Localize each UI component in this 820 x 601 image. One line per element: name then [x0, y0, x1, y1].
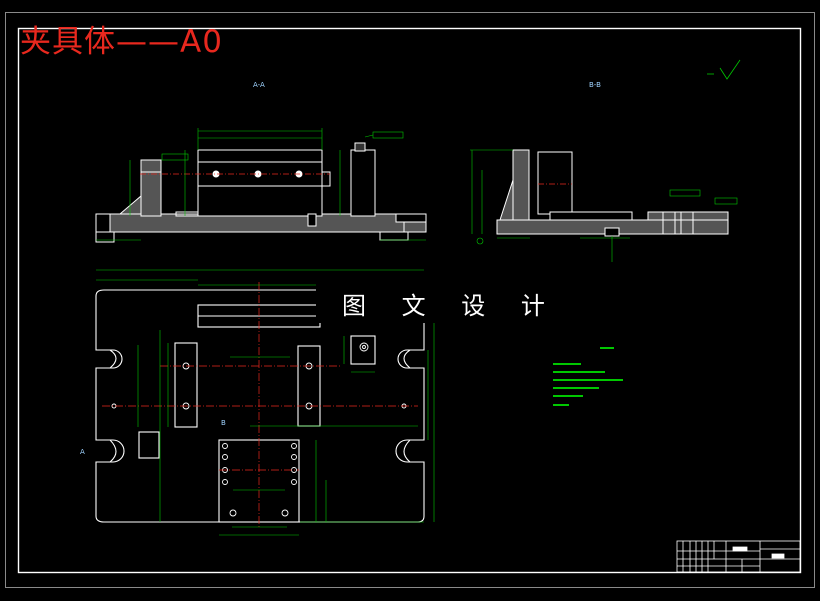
outer-border	[5, 12, 815, 588]
left-small-block	[138, 431, 160, 459]
watermark: 图 文 设 计	[316, 283, 545, 323]
view-label-b: B	[221, 419, 226, 427]
plan-dimensions	[96, 269, 435, 536]
base-plate-section	[95, 213, 427, 233]
surface-finish-symbol	[707, 59, 741, 80]
main-block	[197, 149, 323, 217]
dimensions-a-a	[96, 128, 426, 241]
title-block	[676, 540, 801, 573]
left-locator-block	[174, 342, 198, 428]
right-post	[350, 149, 376, 217]
section-label-a-a: A-A	[253, 81, 265, 89]
section-view-a-a	[95, 142, 427, 243]
drawing-title: 夹具体——A0	[20, 24, 223, 60]
view-label-a: A	[80, 448, 85, 456]
inner-frame	[17, 27, 802, 574]
section-label-b-b: B-B	[589, 81, 601, 89]
section-view-b-b	[496, 149, 729, 237]
block-b	[537, 151, 573, 215]
small-locator-block	[350, 335, 376, 365]
plan-holes	[111, 342, 407, 517]
right-locator-block	[297, 345, 321, 427]
plan-centerlines	[102, 282, 418, 528]
upright-b	[512, 149, 530, 221]
technical-notes	[553, 347, 623, 406]
dimensions-b-b	[470, 149, 738, 262]
